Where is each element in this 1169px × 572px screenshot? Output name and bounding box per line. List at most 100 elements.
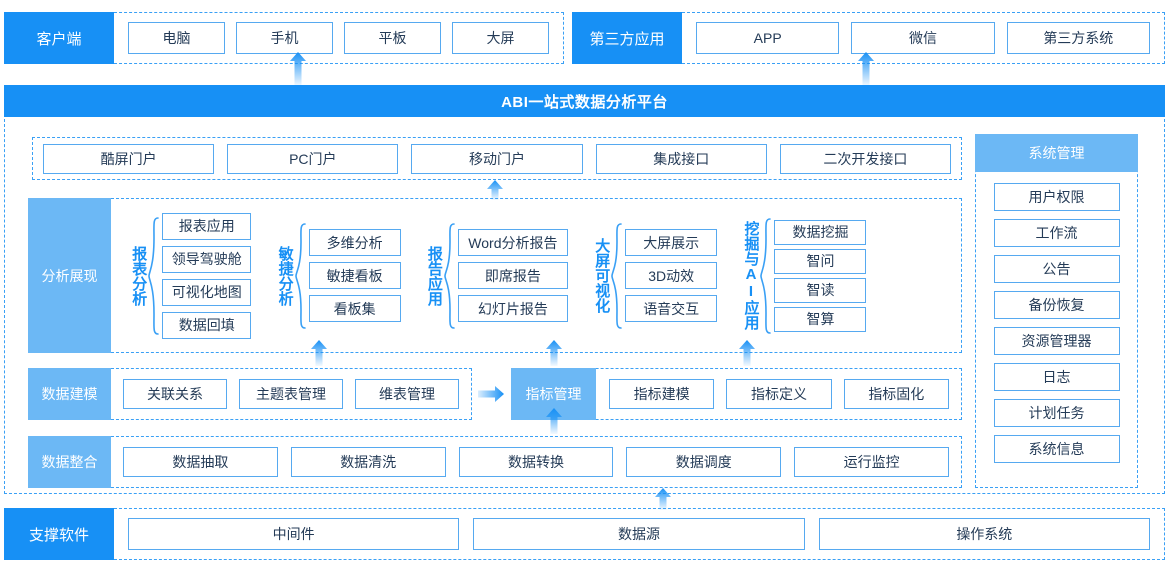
analysis-group-label: 敏捷分析 <box>276 245 294 306</box>
system-management-list: 用户权限 工作流 公告 备份恢复 资源管理器 日志 计划任务 系统信息 <box>993 183 1120 463</box>
analysis-item[interactable]: Word分析报告 <box>457 229 568 256</box>
analysis-group-agile: 敏捷分析 多维分析 敏捷看板 看板集 <box>276 199 401 352</box>
integration-item[interactable]: 数据清洗 <box>290 447 446 477</box>
system-management-item[interactable]: 公告 <box>993 255 1120 283</box>
analysis-group-label: 挖掘与AI应用 <box>742 221 760 330</box>
analysis-item[interactable]: 数据回填 <box>162 311 252 339</box>
support-band: 支撑软件 中间件 数据源 操作系统 <box>4 508 1165 560</box>
integration-caption: 数据整合 <box>28 436 111 488</box>
system-management-item[interactable]: 资源管理器 <box>993 327 1120 355</box>
support-item[interactable]: 中间件 <box>128 518 460 550</box>
up-arrow-icon <box>738 340 756 366</box>
analysis-group-bigscreen: 大屏可视化 大屏展示 3D动效 语音交互 <box>593 199 718 352</box>
system-management-item[interactable]: 日志 <box>993 363 1120 391</box>
portal-item[interactable]: 集成接口 <box>595 143 767 174</box>
analysis-group-items: 多维分析 敏捷看板 看板集 <box>308 229 401 322</box>
third-party-group: 第三方应用 APP 微信 第三方系统 <box>572 12 1165 64</box>
system-management-item[interactable]: 计划任务 <box>993 399 1120 427</box>
brace-icon <box>147 216 160 336</box>
analysis-item[interactable]: 多维分析 <box>308 229 401 256</box>
modeling-item[interactable]: 主题表管理 <box>239 379 343 409</box>
modeling-items: 关联关系 主题表管理 维表管理 <box>111 368 472 420</box>
integration-band: 数据整合 数据抽取 数据清洗 数据转换 数据调度 运行监控 <box>28 436 962 488</box>
integration-item[interactable]: 数据转换 <box>458 447 614 477</box>
integration-item[interactable]: 数据调度 <box>626 447 782 477</box>
portal-item[interactable]: 移动门户 <box>411 143 583 174</box>
support-item[interactable]: 操作系统 <box>818 518 1150 550</box>
metrics-item[interactable]: 指标定义 <box>726 379 832 409</box>
metrics-items: 指标建模 指标定义 指标固化 <box>511 368 962 420</box>
up-arrow-icon <box>545 340 563 366</box>
analysis-item[interactable]: 大屏展示 <box>625 229 718 256</box>
analysis-item[interactable]: 敏捷看板 <box>308 262 401 289</box>
up-arrow-icon <box>545 408 563 434</box>
support-item[interactable]: 数据源 <box>473 518 805 550</box>
portal-item[interactable]: 酷屏门户 <box>43 143 215 174</box>
analysis-groups: 报表分析 报表应用 领导驾驶舱 可视化地图 数据回填 敏捷分析 <box>111 198 962 353</box>
client-item[interactable]: 大屏 <box>452 22 549 54</box>
brace-icon <box>759 217 772 335</box>
analysis-group-items: 数据挖掘 智问 智读 智算 <box>774 219 867 332</box>
third-party-caption: 第三方应用 <box>572 12 682 64</box>
system-management-item[interactable]: 系统信息 <box>993 435 1120 463</box>
portal-item[interactable]: PC门户 <box>227 143 399 174</box>
third-party-item[interactable]: 微信 <box>851 22 995 54</box>
analysis-caption: 分析展现 <box>28 198 111 353</box>
analysis-item[interactable]: 可视化地图 <box>162 278 252 306</box>
analysis-group-items: Word分析报告 即席报告 幻灯片报告 <box>457 229 568 322</box>
analysis-group-report: 报表分析 报表应用 领导驾驶舱 可视化地图 数据回填 <box>130 199 252 352</box>
client-item[interactable]: 电脑 <box>128 22 225 54</box>
up-arrow-icon <box>310 340 328 366</box>
client-items: 电脑 手机 平板 大屏 <box>114 12 564 64</box>
integration-items: 数据抽取 数据清洗 数据转换 数据调度 运行监控 <box>111 436 962 488</box>
client-item[interactable]: 平板 <box>344 22 441 54</box>
analysis-band: 分析展现 报表分析 报表应用 领导驾驶舱 可视化地图 数据回填 <box>28 198 962 353</box>
portal-item[interactable]: 二次开发接口 <box>779 143 952 174</box>
brace-icon <box>610 222 623 330</box>
client-group: 客户端 电脑 手机 平板 大屏 <box>4 12 564 64</box>
integration-item[interactable]: 数据抽取 <box>123 447 278 477</box>
analysis-item[interactable]: 领导驾驶舱 <box>162 245 252 273</box>
analysis-item[interactable]: 报表应用 <box>162 212 252 240</box>
analysis-group-label: 报告应用 <box>425 245 443 306</box>
brace-icon <box>443 222 456 330</box>
platform-body <box>4 119 1165 494</box>
analysis-item[interactable]: 看板集 <box>308 295 401 322</box>
analysis-group-report-app: 报告应用 Word分析报告 即席报告 幻灯片报告 <box>425 199 568 352</box>
analysis-group-label: 报表分析 <box>130 245 148 306</box>
analysis-item[interactable]: 语音交互 <box>625 295 718 322</box>
modeling-item[interactable]: 关联关系 <box>123 379 227 409</box>
system-management-item[interactable]: 工作流 <box>993 219 1120 247</box>
integration-item[interactable]: 运行监控 <box>794 447 949 477</box>
system-management-item[interactable]: 备份恢复 <box>993 291 1120 319</box>
system-management-panel: 系统管理 用户权限 工作流 公告 备份恢复 资源管理器 日志 计划任务 系统信息 <box>975 134 1138 488</box>
analysis-item[interactable]: 智问 <box>774 248 867 274</box>
support-items: 中间件 数据源 操作系统 <box>114 508 1165 560</box>
analysis-item[interactable]: 即席报告 <box>457 262 568 289</box>
analysis-item[interactable]: 3D动效 <box>625 262 718 289</box>
portal-row: 酷屏门户 PC门户 移动门户 集成接口 二次开发接口 <box>32 137 962 180</box>
system-management-caption: 系统管理 <box>975 134 1138 172</box>
system-management-item[interactable]: 用户权限 <box>993 183 1120 211</box>
analysis-group-label: 大屏可视化 <box>593 238 611 313</box>
analysis-item[interactable]: 数据挖掘 <box>774 219 867 245</box>
analysis-item[interactable]: 智算 <box>774 306 867 332</box>
analysis-item[interactable]: 幻灯片报告 <box>457 295 568 322</box>
metrics-item[interactable]: 指标固化 <box>843 379 949 409</box>
brace-icon <box>294 222 307 330</box>
analysis-group-items: 报表应用 领导驾驶舱 可视化地图 数据回填 <box>162 212 252 339</box>
modeling-item[interactable]: 维表管理 <box>355 379 459 409</box>
third-party-item[interactable]: 第三方系统 <box>1006 22 1150 54</box>
third-party-item[interactable]: APP <box>696 22 840 54</box>
up-arrow-icon <box>857 52 875 86</box>
modeling-band: 数据建模 关联关系 主题表管理 维表管理 <box>28 368 472 420</box>
client-caption: 客户端 <box>4 12 114 64</box>
metrics-item[interactable]: 指标建模 <box>609 379 715 409</box>
platform-title: ABI一站式数据分析平台 <box>4 85 1165 117</box>
up-arrow-icon <box>486 180 504 200</box>
client-item[interactable]: 手机 <box>236 22 333 54</box>
analysis-item[interactable]: 智读 <box>774 277 867 303</box>
right-arrow-icon <box>478 385 504 403</box>
modeling-caption: 数据建模 <box>28 368 111 420</box>
